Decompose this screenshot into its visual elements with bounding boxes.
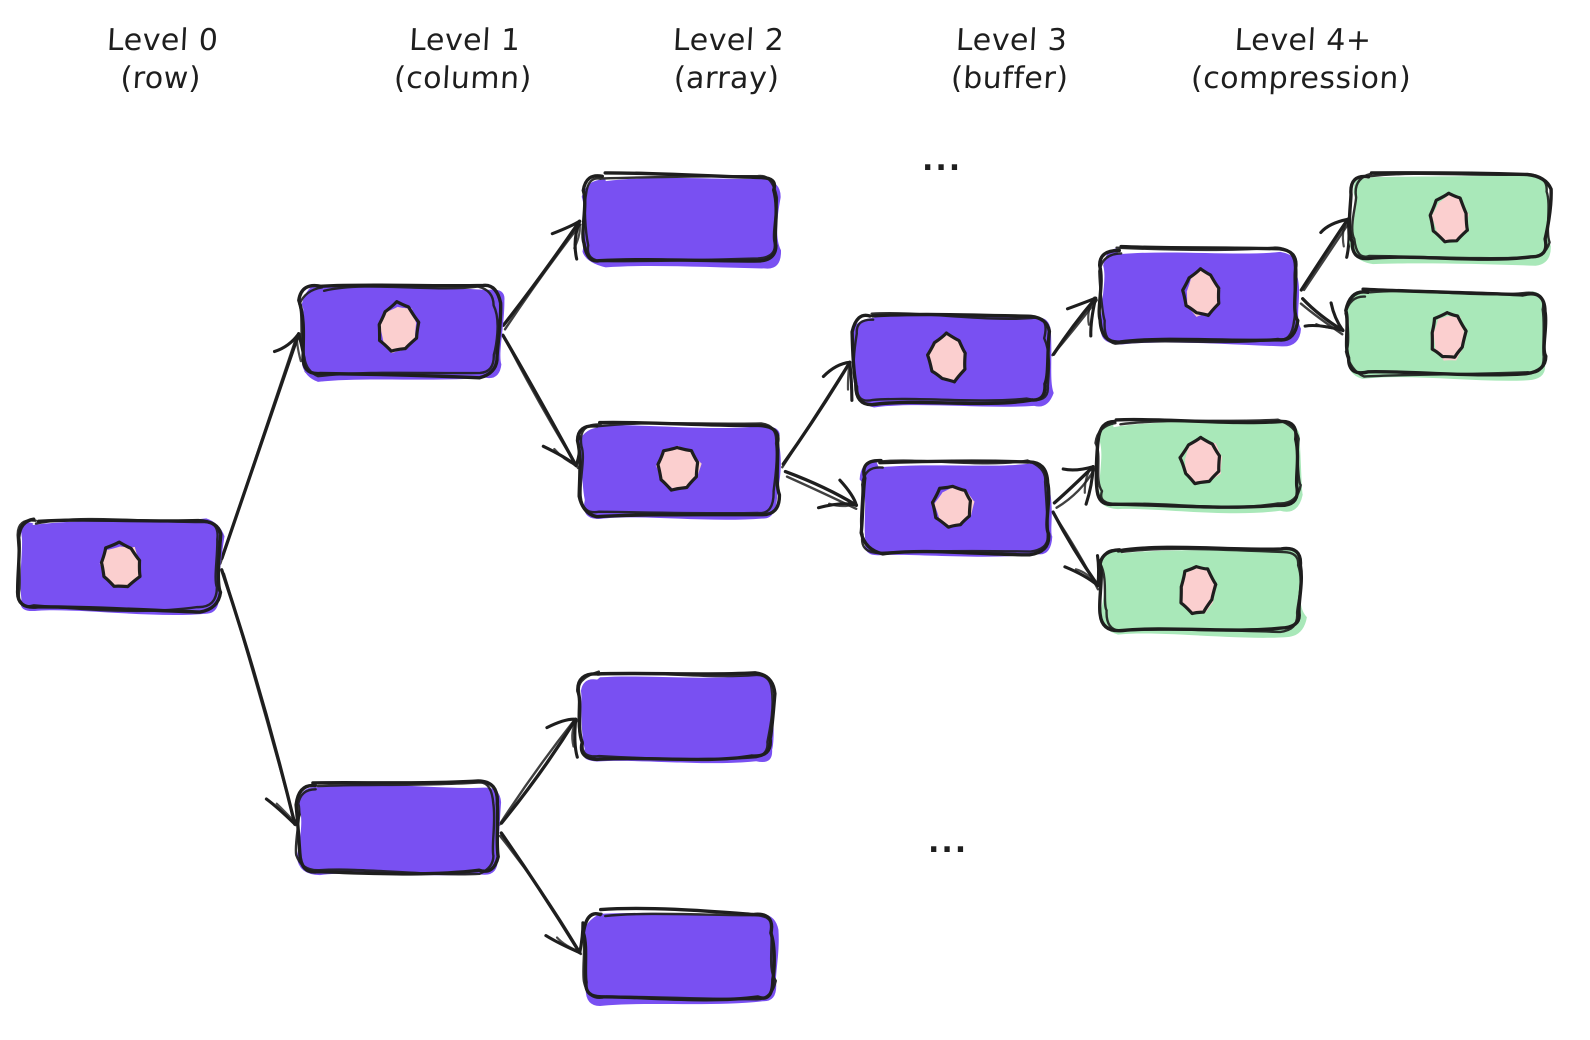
node-outline [297,283,503,380]
node-marker-fill [655,445,702,489]
node-n-l2-arr-1[interactable] [581,171,782,269]
edges-layer [219,217,1351,956]
column-header-subtitle: (compression) [1190,61,1413,96]
node-marker-fill [1186,269,1221,317]
node-marker-fill [379,306,417,354]
node-marker-fill [1185,438,1223,484]
node-outline [575,420,782,519]
nodes-layer [15,171,1553,1007]
node-outline-second-pass [1094,418,1302,509]
column-header-subtitle: (row) [119,61,202,96]
node-n-l1-col-top[interactable] [297,283,505,382]
column-header-title: Level 4+ [1233,23,1373,58]
column-header-title: Level 2 [672,23,786,58]
column-header-subtitle: (array) [672,61,781,96]
column-header-level4: Level 4+(compression) [1190,22,1414,98]
node-outline-second-pass [583,174,779,263]
top-ellipsis: ... [922,143,963,178]
node-outline-second-pass [582,912,777,1001]
node-marker-outline [656,445,700,492]
edge-e-bufbot-to-grn3 [1052,465,1096,509]
node-n-l3-buf-top[interactable] [850,311,1054,408]
node-marker-outline [1178,435,1222,486]
column-header-level2: Level 2(array) [670,22,785,98]
node-outline-second-pass [294,781,496,876]
edge-e-coltop-to-arr1 [501,219,582,331]
node-marker-fill [933,486,975,528]
column-header-level0: Level 0(row) [104,22,219,98]
node-outline-second-pass [579,422,779,515]
edge-e-comppur-to-grn2 [1299,297,1345,336]
bottom-ellipsis: ... [928,825,969,860]
node-n-l1-col-bottom[interactable] [294,779,502,876]
node-n-l3-buf-bottom[interactable] [859,458,1053,557]
node-n-l2-arr-3[interactable] [576,670,777,764]
node-outline-second-pass [577,670,774,761]
node-outline-second-pass [852,311,1051,402]
node-marker-outline [1181,267,1221,318]
node-outline-second-pass [1098,246,1297,345]
column-header-subtitle: (column) [393,61,533,96]
node-n-l4-comp-grn-3[interactable] [1094,417,1303,514]
edge-e-colbot-to-arr3 [498,717,579,826]
node-outline [1097,545,1303,633]
node-outline-second-pass [16,517,219,613]
column-header-title: Level 3 [955,23,1069,58]
node-marker-fill [1433,315,1465,361]
node-marker-outline [377,299,421,353]
edge-e-row-to-col-top [219,332,308,565]
edge-e-row-to-col-bottom [220,568,305,827]
node-marker-fill [99,546,142,587]
node-n-l4-comp-grn-2[interactable] [1344,287,1548,381]
edge-e-coltop-to-arr2 [501,333,582,470]
node-marker-outline [926,331,967,384]
column-header-level3: Level 3(buffer) [950,22,1071,98]
edge-e-buftop-to-comppur [1051,296,1098,357]
column-header-title: Level 1 [408,23,522,58]
node-n-l0-row[interactable] [15,517,225,615]
node-outline-second-pass [1344,289,1545,378]
node-outline [1344,287,1548,377]
node-fill [581,177,782,269]
edge-e-arr2-to-bufbottom [783,469,859,510]
node-marker-outline [1428,191,1470,244]
edge-e-comppur-to-grn1 [1299,217,1351,292]
column-header-level1: Level 1(column) [393,22,535,98]
node-n-l2-arr-4[interactable] [581,906,779,1007]
node-fill [582,912,779,1007]
node-fill [296,784,502,876]
node-marker-outline [930,484,973,529]
node-outline-second-pass [859,459,1049,555]
node-marker-outline [99,540,142,589]
node-n-l2-arr-2[interactable] [575,420,782,520]
column-header-subtitle: (buffer) [950,61,1070,96]
node-marker-fill [927,334,966,381]
node-fill [580,673,774,764]
node-marker-fill [1431,193,1470,242]
node-outline-second-pass [298,285,499,378]
node-n-l4-comp-grn-1[interactable] [1347,171,1553,266]
column-header-title: Level 0 [106,23,220,58]
node-outline-second-pass [1351,172,1551,260]
edge-e-arr2-to-buftop [781,360,854,469]
node-marker-outline [1179,565,1218,616]
node-n-l4-comp-grn-4[interactable] [1097,545,1307,638]
node-outline-second-pass [1099,547,1302,634]
edge-e-bufbot-to-grn4 [1051,510,1101,591]
node-marker-outline [1430,311,1468,359]
node-n-l4-comp-pur[interactable] [1097,244,1301,347]
edge-e-colbot-to-arr4 [498,831,585,956]
